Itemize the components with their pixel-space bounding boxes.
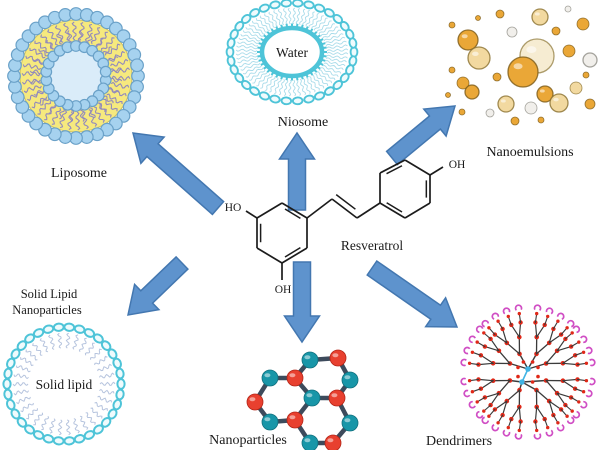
oh-right-group-label: OH	[449, 159, 466, 171]
dendrimers-illustration	[460, 304, 596, 440]
nanoparticles-label: Nanoparticles	[209, 433, 287, 448]
nanoparticles-illustration	[246, 349, 359, 450]
ho-group-label: HO	[225, 202, 242, 214]
nanoemulsions-illustration	[445, 5, 598, 126]
niosome-water-label: Water	[276, 45, 308, 60]
dendrimers-label: Dendrimers	[426, 434, 492, 449]
nanoemulsions-label: Nanoemulsions	[486, 145, 573, 160]
solid-lipid-nanoparticle-illustration	[2, 322, 126, 446]
resveratrol-structure	[245, 159, 444, 280]
resveratrol-label: Resveratrol	[341, 238, 403, 253]
liposome-label: Liposome	[51, 166, 107, 181]
solid-lipid-nanoparticles-label-line1: Solid Lipid	[21, 287, 78, 301]
niosome-label: Niosome	[278, 115, 329, 130]
solid-lipid-core-label: Solid lipid	[36, 377, 93, 392]
niosome-illustration	[225, 0, 359, 106]
delivery-arrows	[127, 105, 459, 344]
oh-bottom-group-label: OH	[275, 284, 292, 296]
solid-lipid-nanoparticles-label-line2: Nanoparticles	[12, 303, 82, 317]
liposome-illustration	[7, 7, 145, 145]
